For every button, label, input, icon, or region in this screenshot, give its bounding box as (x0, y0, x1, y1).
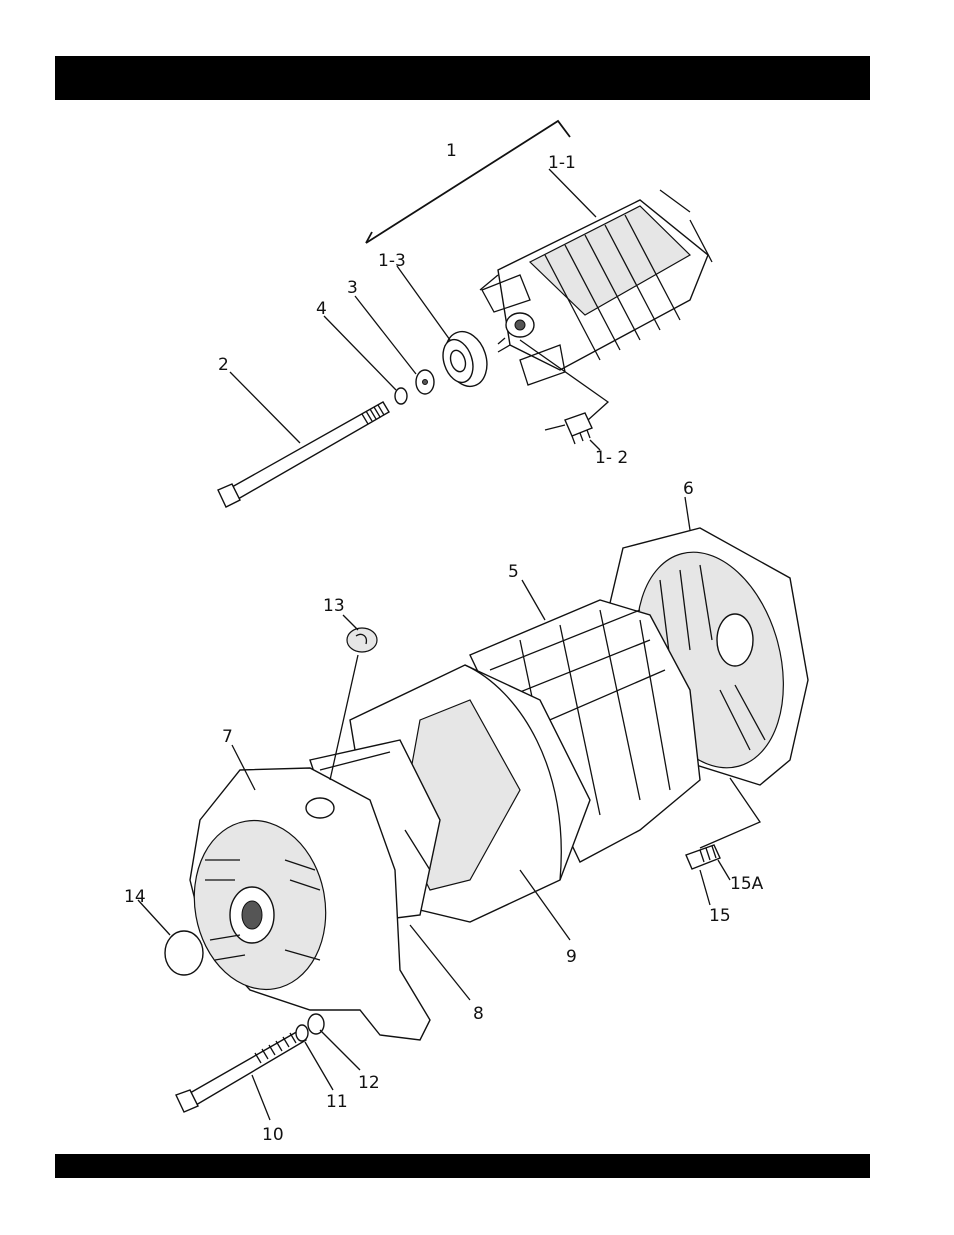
callout-1-1: 1-1 (548, 153, 576, 173)
callout-2: 2 (218, 355, 229, 375)
rotor-assembly-group (218, 121, 712, 507)
callout-11: 11 (326, 1092, 348, 1112)
callout-15a: 15A (730, 874, 764, 894)
callout-10: 10 (262, 1125, 284, 1145)
callout-7: 7 (222, 727, 233, 747)
rotor-part (480, 190, 712, 385)
callout-15: 15 (709, 906, 731, 926)
callout-13: 13 (323, 596, 345, 616)
callout-5: 5 (508, 562, 519, 582)
screw-15-part (686, 845, 720, 869)
generator-assembly-group (138, 497, 808, 1120)
lock-washer-part (395, 388, 407, 404)
callout-1-2: 1- 2 (595, 448, 628, 468)
callout-9: 9 (566, 947, 577, 967)
callout-6: 6 (683, 479, 694, 499)
callout-3: 3 (347, 278, 358, 298)
cap-part (165, 931, 203, 975)
callout-12: 12 (358, 1073, 380, 1093)
plug-part (347, 628, 377, 652)
callout-8: 8 (473, 1004, 484, 1024)
callout-1-3: 1-3 (378, 251, 406, 271)
front-bolt-part (176, 1030, 306, 1112)
callout-14: 14 (124, 887, 146, 907)
lock-washer-lower-part (296, 1025, 308, 1041)
through-bolt-part (218, 402, 389, 507)
bearing-part (438, 326, 494, 392)
assembly-bracket (366, 121, 570, 243)
diode-part (545, 413, 592, 444)
callout-4: 4 (316, 299, 327, 319)
callout-1: 1 (446, 141, 457, 161)
